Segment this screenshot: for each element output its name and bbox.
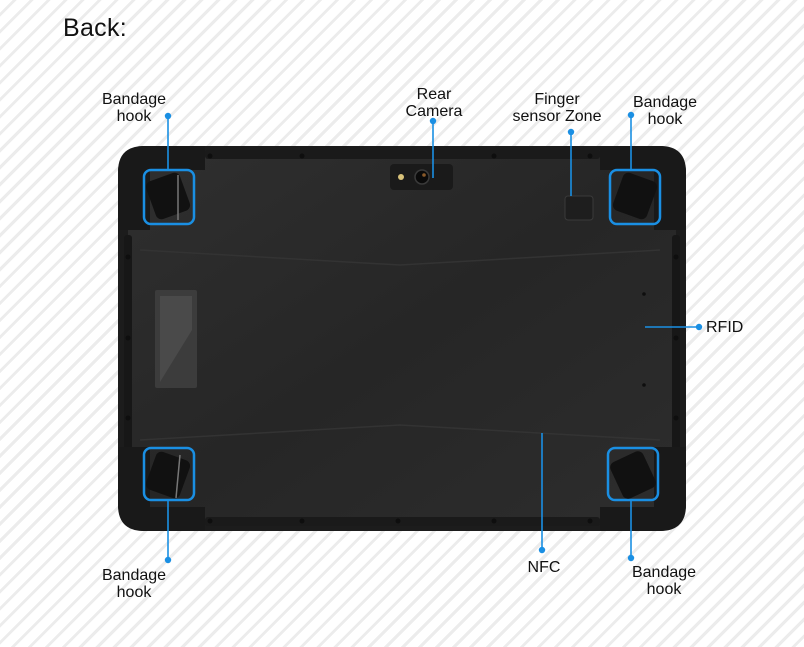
page-title: Back: — [63, 14, 128, 42]
label-bandage-hook-bottom-left: Bandage hook — [101, 567, 167, 601]
fingerprint-sensor — [564, 195, 594, 221]
tablet-body — [118, 146, 686, 531]
bandage-hook-top-left — [142, 168, 196, 226]
side-window-panel — [155, 290, 197, 388]
label-bandage-hook-bottom-right: Bandage hook — [631, 564, 697, 598]
rfid-zone — [642, 292, 646, 387]
label-nfc: NFC — [527, 559, 561, 576]
label-finger-sensor-zone: Finger sensor Zone — [512, 91, 602, 125]
bandage-hook-bottom-left — [142, 446, 196, 502]
bandage-hook-bottom-right — [606, 446, 660, 502]
bandage-hook-top-right — [608, 168, 662, 226]
label-bandage-hook-top-left: Bandage hook — [101, 91, 167, 125]
callout-lines — [164, 111, 703, 564]
label-rear-camera: Rear Camera — [405, 86, 463, 120]
rear-camera-module — [390, 164, 453, 190]
label-bandage-hook-top-right: Bandage hook — [632, 94, 698, 128]
label-rfid: RFID — [706, 319, 744, 336]
